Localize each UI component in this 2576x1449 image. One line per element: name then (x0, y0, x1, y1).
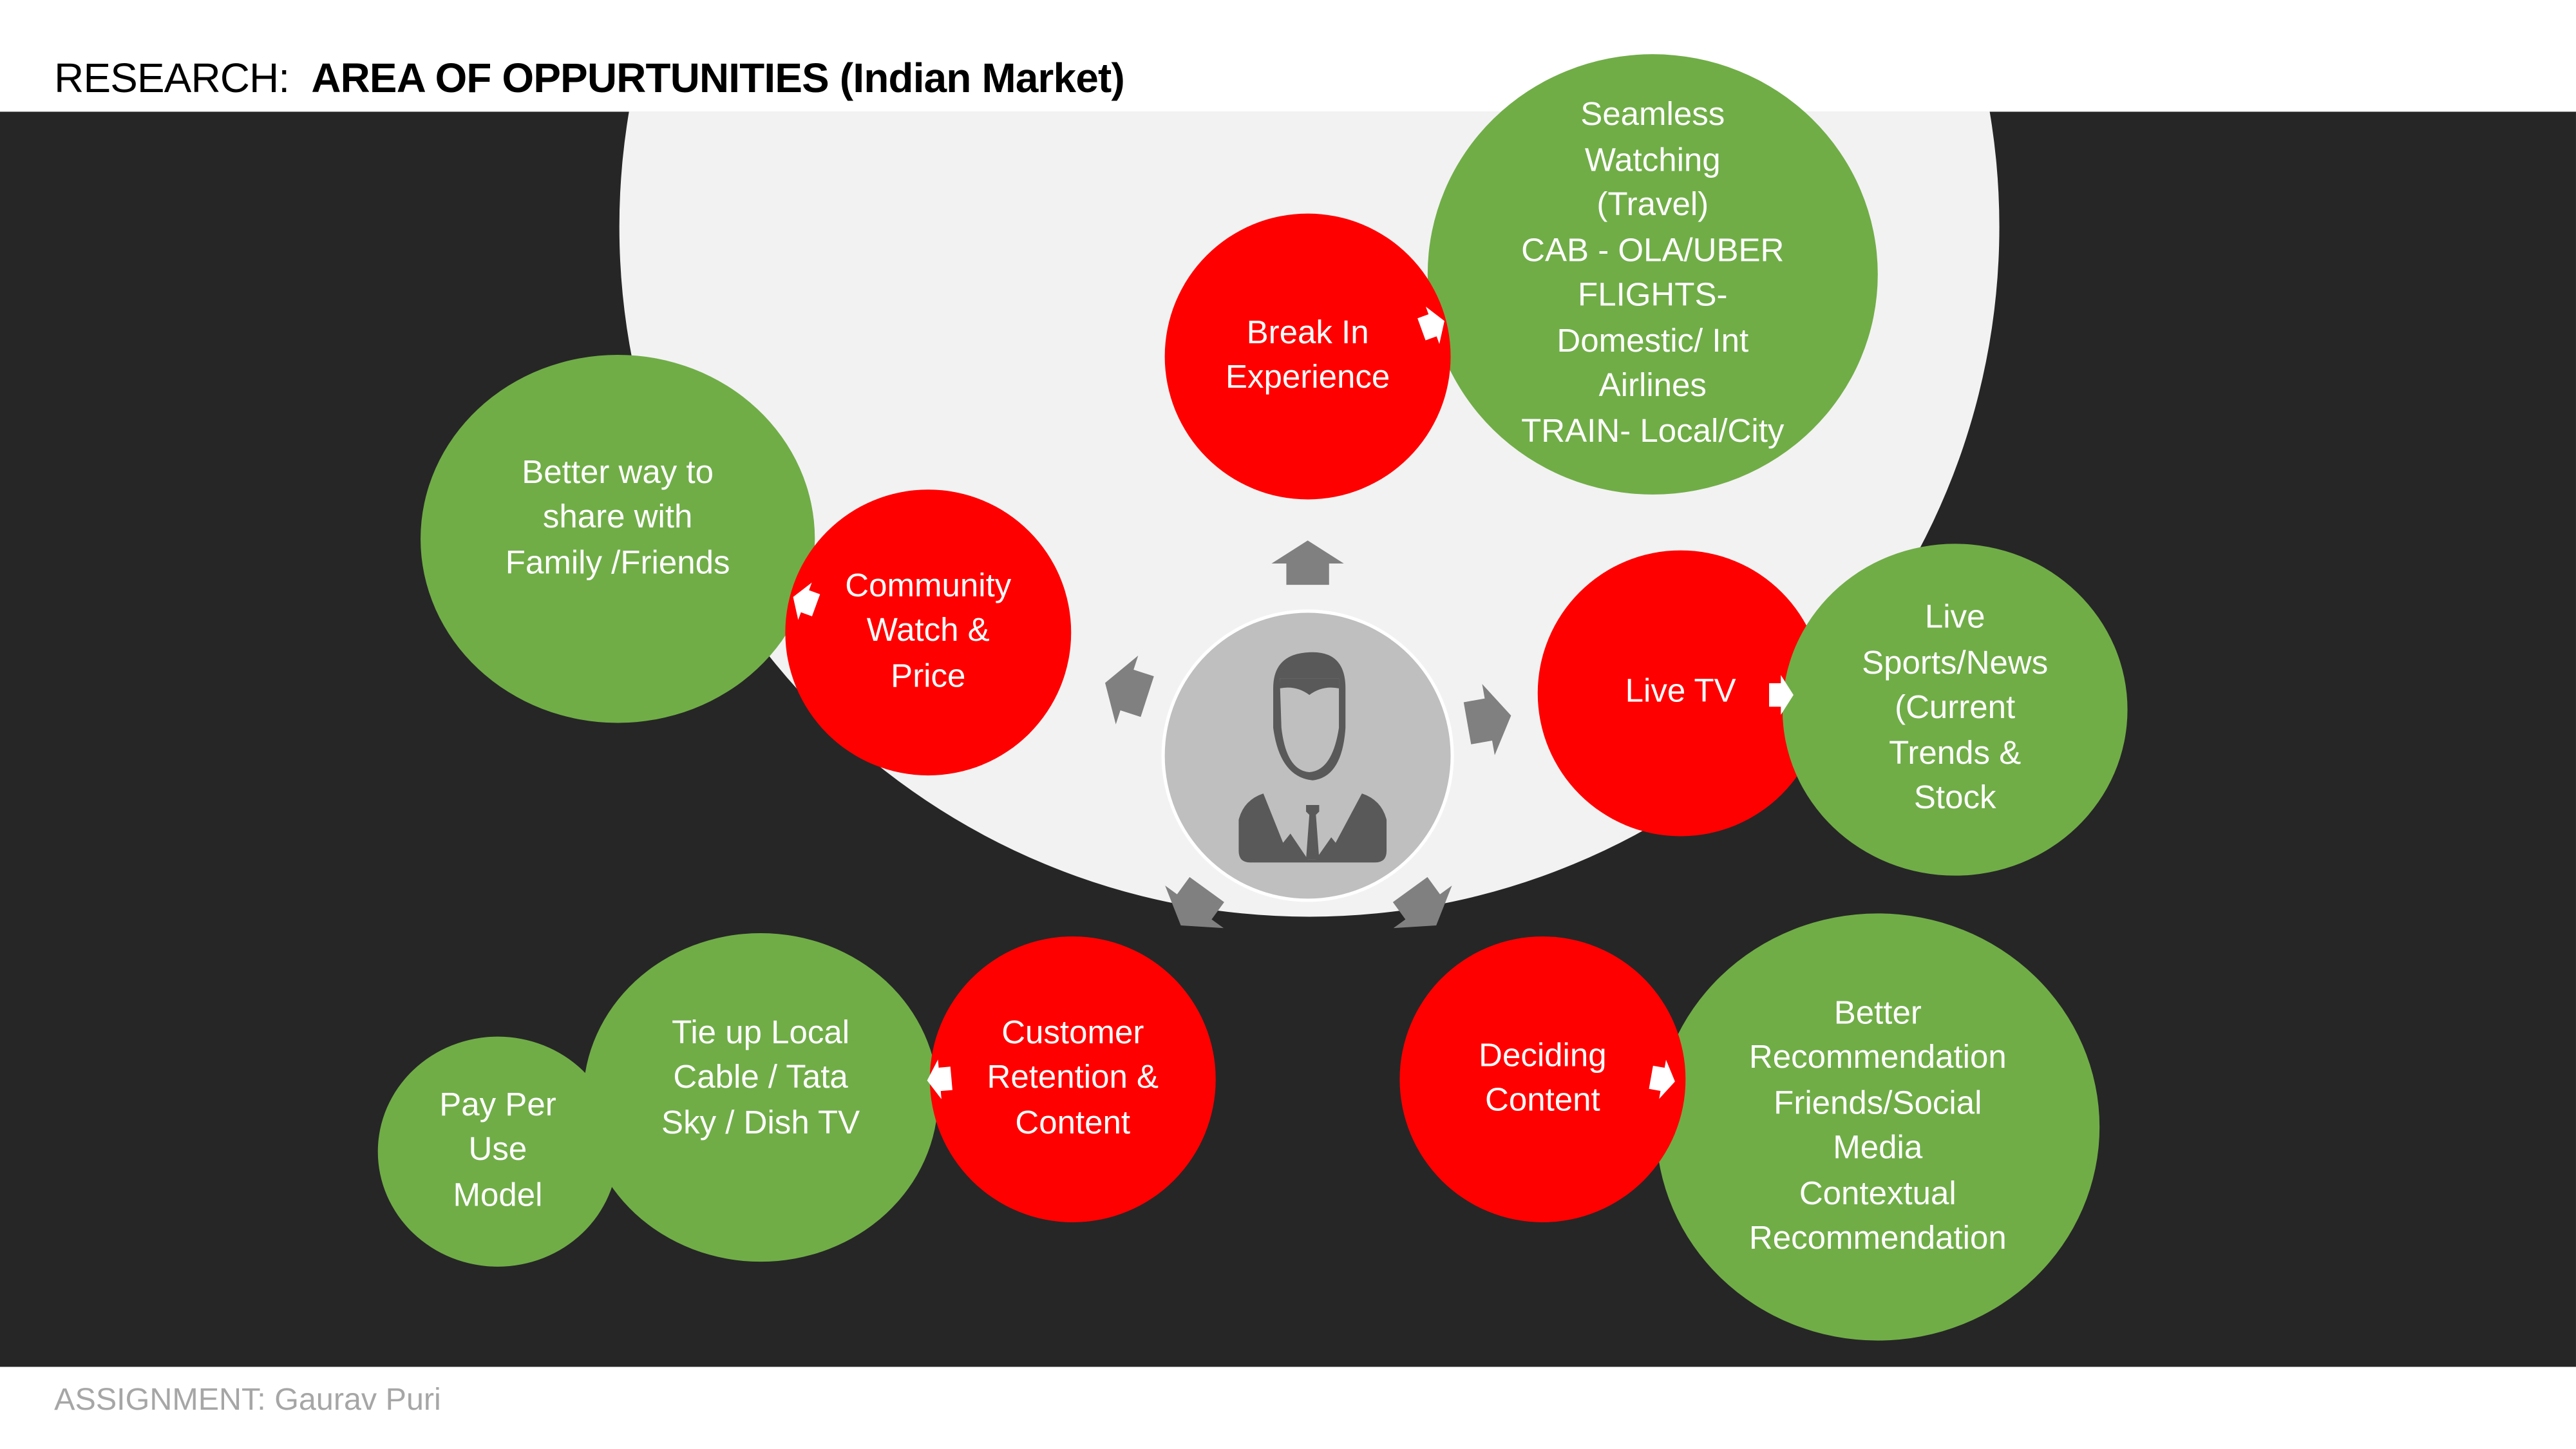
node-deciding-content: Deciding Content (1399, 936, 1686, 1222)
slide-title: RESEARCH: AREA OF OPPURTUNITIES (Indian … (54, 55, 1125, 104)
node-share-family: Better way to share with Family /Friends (421, 355, 815, 723)
title-main: AREA OF OPPURTUNITIES (Indian Market) (311, 55, 1125, 102)
node-seamless-watching: Seamless Watching (Travel) CAB - OLA/UBE… (1427, 54, 1878, 495)
node-community-watch: Community Watch & Price (785, 489, 1072, 776)
user-businessman-icon (1238, 652, 1387, 863)
node-tie-up-cable: Tie up Local Cable / Tata Sky / Dish TV (583, 933, 938, 1262)
center-user-circle (1164, 612, 1451, 899)
node-break-in-experience: Break In Experience (1164, 213, 1451, 500)
node-better-recommendation: Better Recommendation Friends/Social Med… (1656, 913, 2100, 1341)
node-live-tv: Live TV (1537, 550, 1824, 837)
node-pay-per-use: Pay Per Use Model (377, 1036, 618, 1267)
node-customer-retention: Customer Retention & Content (929, 936, 1216, 1222)
footer-text: ASSIGNMENT: Gaurav Puri (54, 1383, 441, 1418)
title-prefix: RESEARCH: (54, 55, 290, 102)
node-live-sports: Live Sports/News (Current Trends & Stock (1782, 544, 2128, 876)
